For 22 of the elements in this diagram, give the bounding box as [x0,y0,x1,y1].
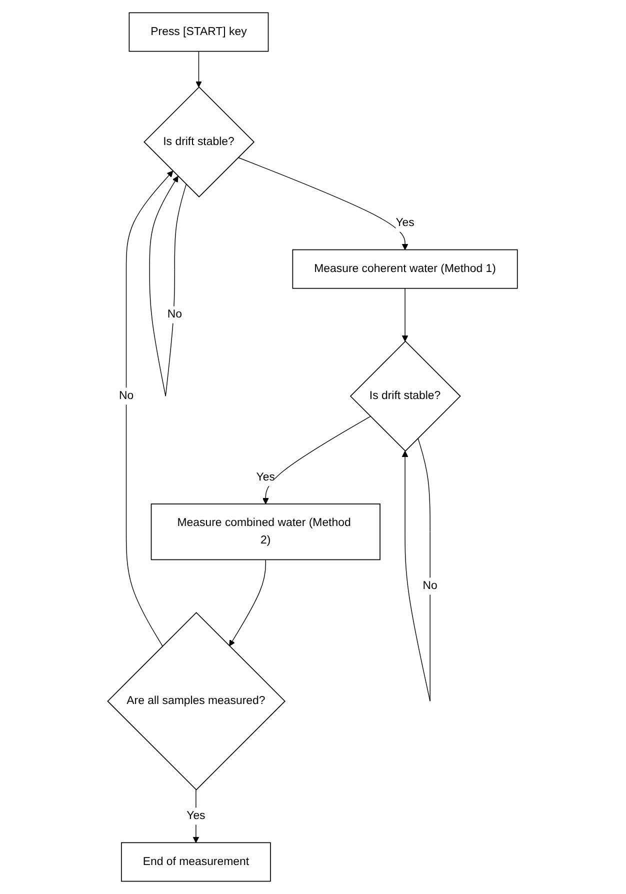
edge-label: Yes [396,216,415,230]
arrow [150,176,187,396]
arrow [402,438,431,702]
node-box: Press [START] key [129,12,270,52]
node-diamond: Is drift stable? [144,86,256,198]
node-diamond: Are all samples measured? [108,612,286,790]
node-diamond: Is drift stable? [350,340,462,452]
arrow [262,416,372,504]
arrow [238,157,409,250]
edge-label: No [423,580,438,592]
arrow [402,288,409,342]
arrow [196,50,202,88]
node-box: Measure coherent water (Method 1) [292,249,518,289]
arrow [126,170,174,646]
node-box: End of measurement [121,842,272,882]
edge-label: No [119,390,134,402]
edge-label: No [168,308,182,321]
edge-label: Yes [256,471,276,484]
node-box: Measure combined water (Method 2) [151,504,381,560]
arrow [230,559,266,646]
edge-label: Yes [187,810,206,822]
arrow [193,789,200,843]
